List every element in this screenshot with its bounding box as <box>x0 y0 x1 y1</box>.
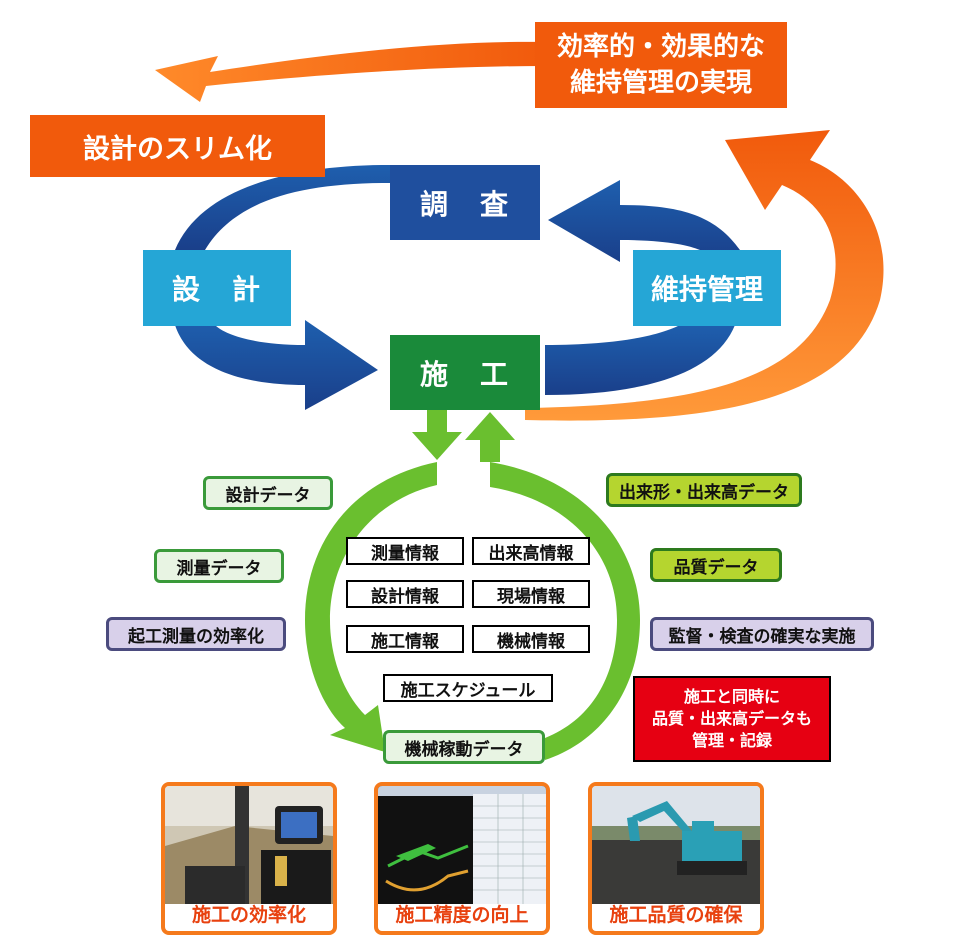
info-design: 設計情報 <box>346 580 464 608</box>
red-note: 施工と同時に 品質・出来高データも 管理・記録 <box>633 676 831 762</box>
tag-as-built-data: 出来形・出来高データ <box>606 473 802 507</box>
green-circle-right <box>490 462 640 760</box>
green-circle-left <box>305 462 437 752</box>
design-box: 設 計 <box>143 250 291 326</box>
info-machine: 機械情報 <box>472 625 590 653</box>
top-banner-line2: 維持管理の実現 <box>569 68 752 98</box>
info-construction: 施工情報 <box>346 625 464 653</box>
photo-precision-caption: 施工精度の向上 <box>395 904 529 926</box>
top-banner-line1: 効率的・効果的な <box>556 32 765 62</box>
photo-quality: 施工品質の確保 <box>588 782 764 935</box>
tag-survey-data: 測量データ <box>154 549 284 583</box>
tag-design-data: 設計データ <box>203 476 333 510</box>
tag-machine-data: 機械稼動データ <box>383 730 545 764</box>
info-site: 現場情報 <box>472 580 590 608</box>
photo-efficiency-caption: 施工の効率化 <box>191 904 306 926</box>
design-label: 設 計 <box>171 273 262 306</box>
survey-box: 調 査 <box>390 165 540 240</box>
cycle-arrow-survey-design <box>175 165 390 250</box>
photo-efficiency: 施工の効率化 <box>161 782 337 935</box>
tag-inspection: 監督・検査の確実な実施 <box>650 617 874 651</box>
maintenance-label: 維持管理 <box>650 273 763 306</box>
survey-label: 調 査 <box>419 187 510 221</box>
left-banner: 設計のスリム化 <box>30 115 325 177</box>
cycle-arrow-maintenance-survey <box>548 180 740 262</box>
construction-box: 施 工 <box>390 335 540 410</box>
tag-quality-data: 品質データ <box>650 548 782 582</box>
photo-precision: 施工精度の向上 <box>374 782 550 935</box>
cab-photo-icon <box>165 786 333 904</box>
info-schedule: 施工スケジュール <box>383 674 553 702</box>
top-orange-arrow <box>155 41 545 102</box>
maintenance-box: 維持管理 <box>633 250 781 326</box>
green-down-arrow <box>412 410 462 460</box>
construction-label: 施 工 <box>419 357 510 391</box>
photo-quality-caption: 施工品質の確保 <box>609 904 743 926</box>
info-survey: 測量情報 <box>346 537 464 565</box>
top-banner: 効率的・効果的な 維持管理の実現 <box>535 22 787 108</box>
info-output: 出来高情報 <box>472 537 590 565</box>
cycle-arrow-construction-maintenance <box>545 325 735 395</box>
left-banner-label: 設計のスリム化 <box>83 133 272 165</box>
screen-photo-icon <box>378 786 546 904</box>
excavator-photo-icon <box>592 786 760 904</box>
tag-initial-survey: 起工測量の効率化 <box>106 617 286 651</box>
green-up-arrow <box>465 412 515 462</box>
cycle-arrow-design-construction <box>175 320 378 410</box>
